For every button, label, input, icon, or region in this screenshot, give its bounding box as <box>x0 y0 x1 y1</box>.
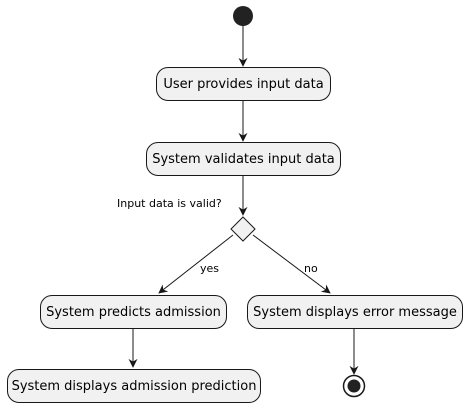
arrow-decision-to-predict <box>158 234 234 294</box>
branch-no-label: no <box>304 262 318 275</box>
branch-yes-label: yes <box>200 262 220 275</box>
activity-display-error-label: System displays error message <box>253 304 457 320</box>
activity-validate-input-label: System validates input data <box>152 151 335 167</box>
start-node <box>233 6 253 26</box>
activity-display-prediction-label: System displays admission prediction <box>11 378 257 394</box>
decision-diamond <box>230 216 256 242</box>
end-node-inner <box>347 379 361 393</box>
decision-question-label: Input data is valid? <box>117 197 222 210</box>
activity-validate-input: System validates input data <box>146 142 341 176</box>
activity-provide-input: User provides input data <box>156 67 331 101</box>
activity-provide-input-label: User provides input data <box>163 76 324 92</box>
activity-display-error: System displays error message <box>247 295 463 329</box>
activity-predict-admission-label: System predicts admission <box>46 304 221 320</box>
activity-predict-admission: System predicts admission <box>40 295 227 329</box>
activity-display-prediction: System displays admission prediction <box>7 369 261 403</box>
arrow-decision-to-error <box>252 234 331 294</box>
